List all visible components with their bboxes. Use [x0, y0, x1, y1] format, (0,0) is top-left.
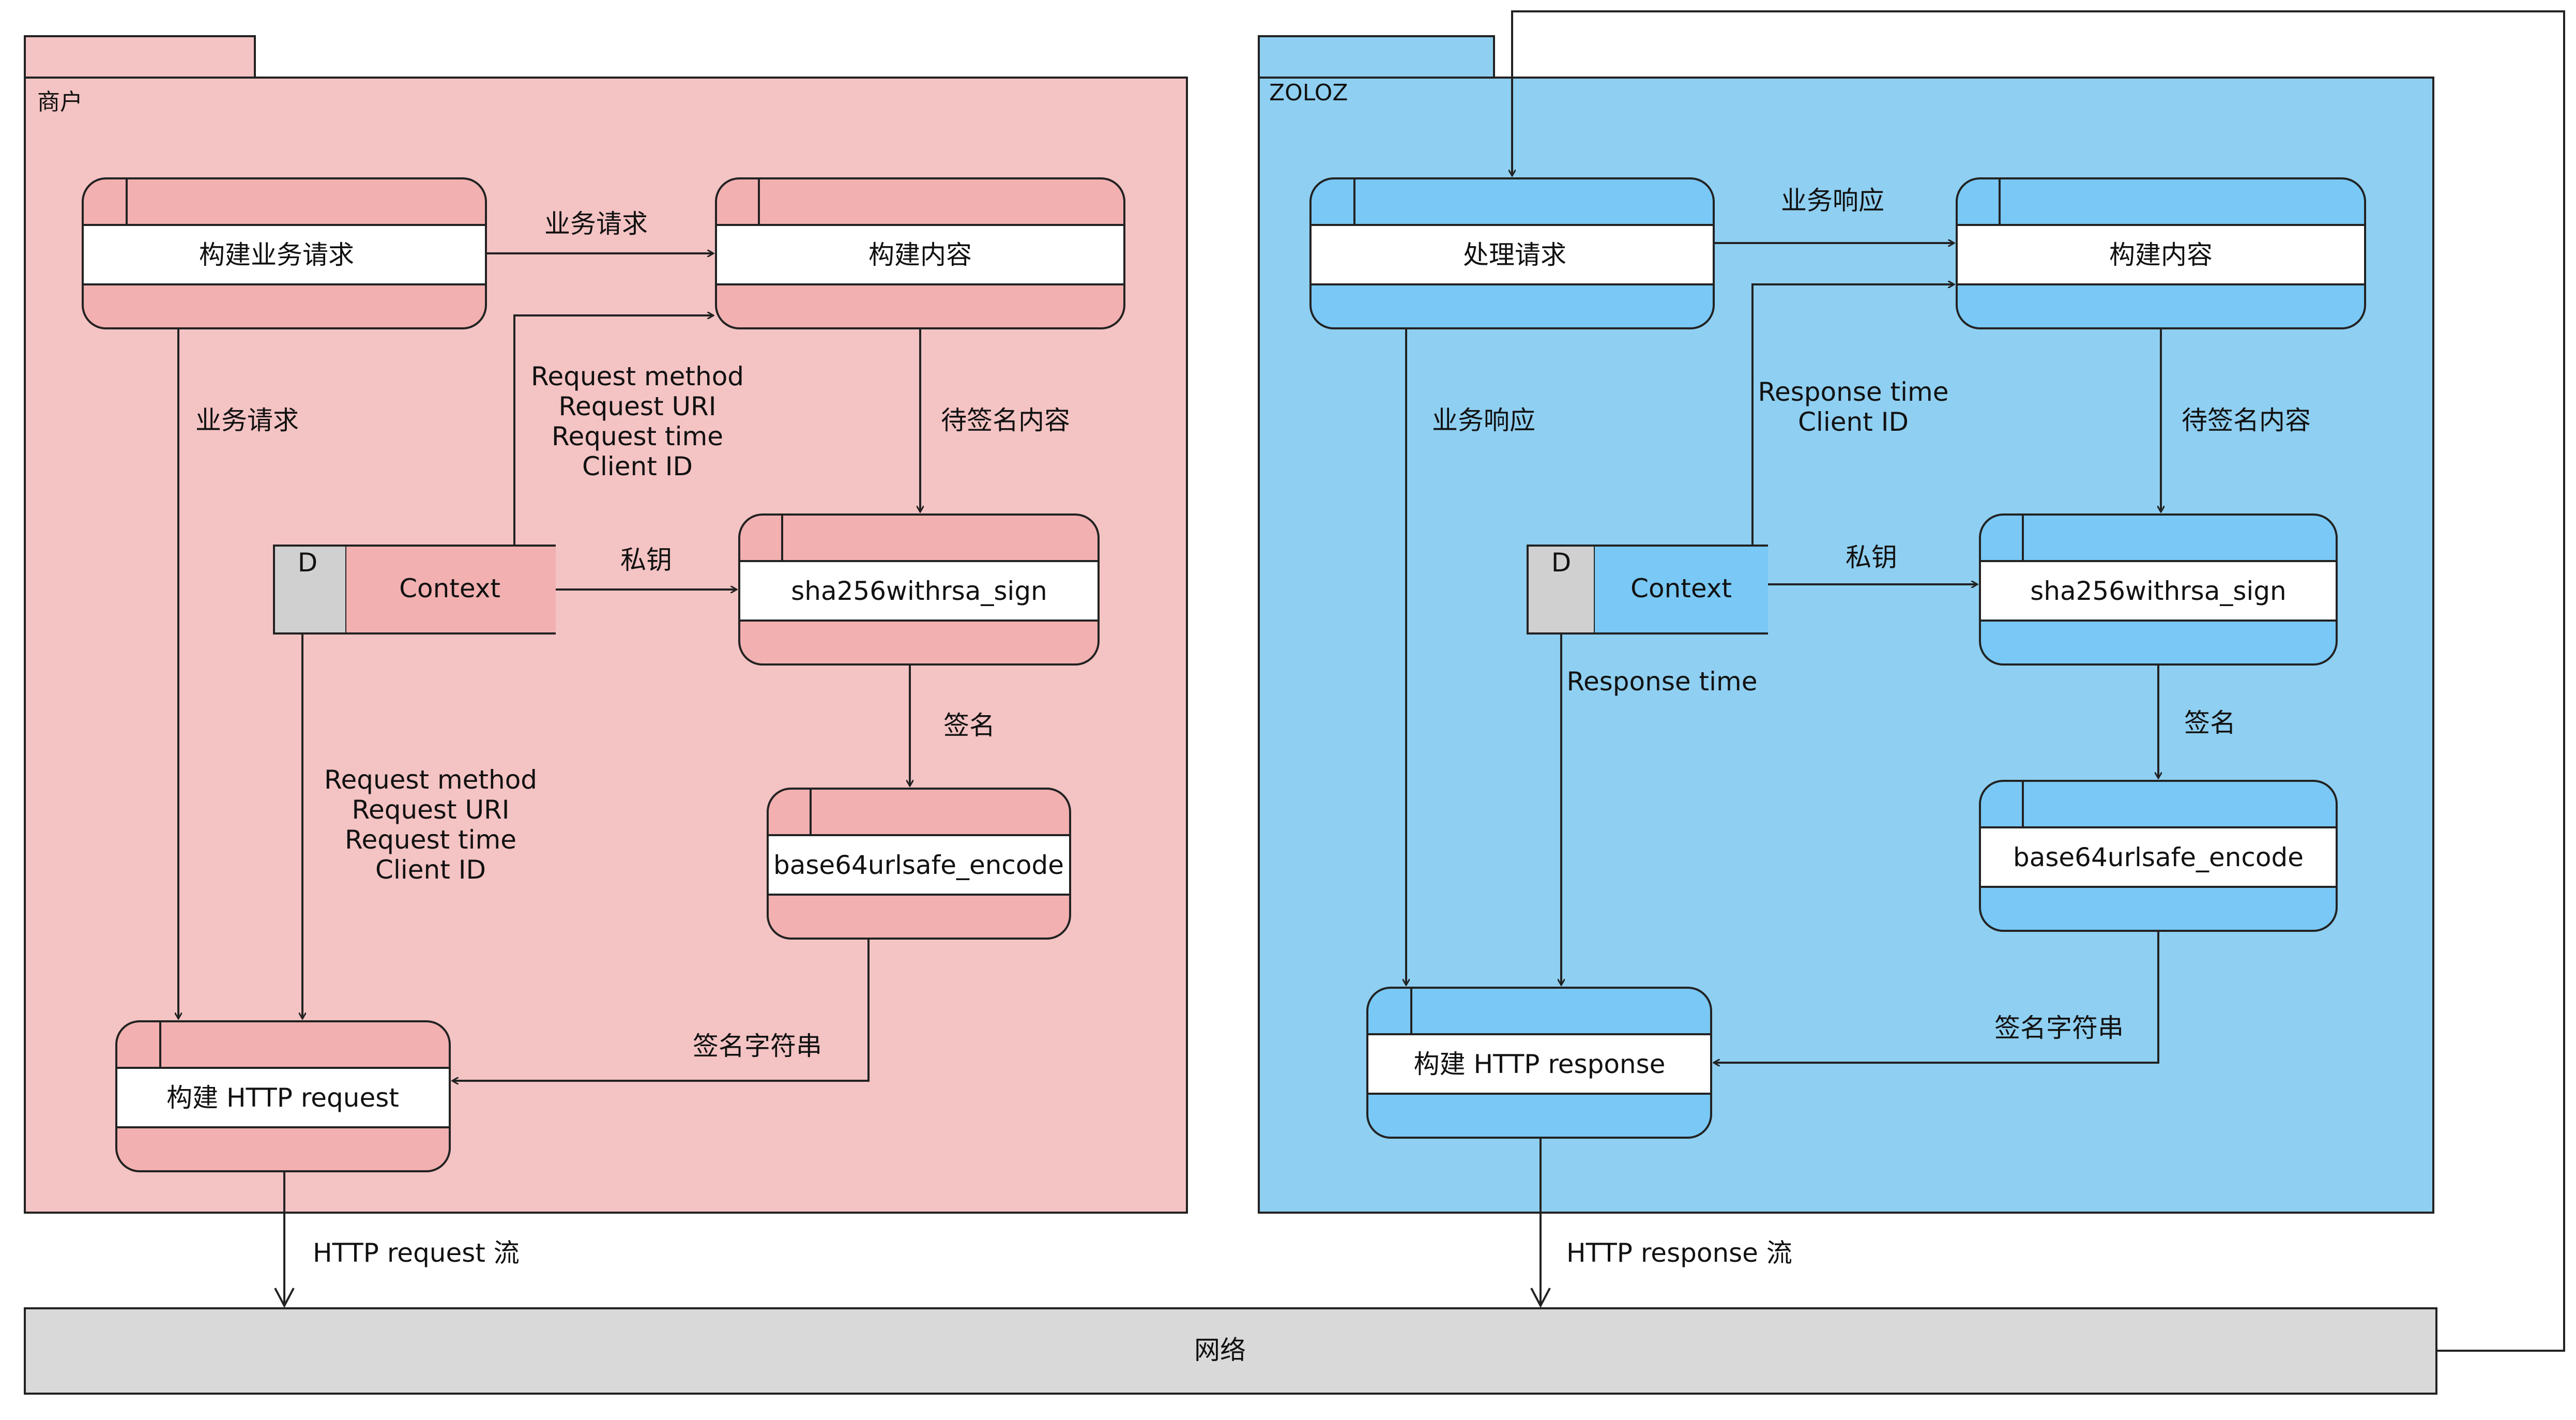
merchant-node-build-content: 构建内容 [715, 177, 1125, 329]
zoloz-build-http-label: 构建 HTTP response [1414, 1049, 1666, 1079]
zoloz-edge-label-signature: 签名 [2184, 708, 2236, 738]
merchant-context-field-bottom-2: Request time [345, 825, 516, 855]
zoloz-encode-label: base64urlsafe_encode [2013, 842, 2304, 872]
zoloz-edge-label-http-flow: HTTP response 流 [1566, 1238, 1792, 1268]
merchant-edge-label-biz-request-left: 业务请求 [195, 405, 299, 435]
merchant-encode-label: base64urlsafe_encode [773, 850, 1064, 880]
zoloz-edge-label-private-key: 私钥 [1846, 542, 1897, 572]
merchant-context-field-top-1: Request URI [558, 391, 716, 421]
zoloz-flow-network-to-handle [1512, 10, 2565, 1352]
merchant-edge-label-to-sign: 待签名内容 [941, 405, 1070, 435]
network-bar: 网络 [24, 1307, 2437, 1395]
merchant-context-tag-label: D [298, 548, 318, 578]
network-label: 网络 [1194, 1335, 1246, 1365]
merchant-node-build-http: 构建 HTTP request [115, 1020, 451, 1172]
zoloz-edge-label-biz-response-left: 业务响应 [1432, 405, 1535, 435]
merchant-node-encode: base64urlsafe_encode [767, 788, 1071, 940]
zoloz-edge-label-context-fields-top: Response time Client ID [1758, 377, 1949, 437]
zoloz-edge-label-to-sign: 待签名内容 [2182, 405, 2311, 435]
merchant-build-request-label: 构建业务请求 [199, 240, 354, 270]
merchant-context-field-bottom-3: Client ID [375, 855, 486, 885]
zoloz-edge-label-biz-response-top: 业务响应 [1781, 186, 1884, 216]
merchant-edge-label-context-fields-top: Request method Request URI Request time … [531, 361, 744, 481]
merchant-edge-label-context-fields-bottom: Request method Request URI Request time … [324, 765, 537, 885]
zoloz-flow-context-to-content [1751, 284, 1954, 546]
network-rect [24, 1307, 2437, 1395]
merchant-edge-label-private-key: 私钥 [620, 545, 672, 575]
merchant-build-http-label: 构建 HTTP request [166, 1083, 399, 1113]
merchant-context-field-bottom-0: Request method [324, 765, 537, 795]
merchant-sign-label: sha256withrsa_sign [791, 576, 1047, 606]
zoloz-context-store: D Context [1527, 545, 1768, 635]
zoloz-context-tag [1527, 545, 1596, 635]
merchant-node-sign: sha256withrsa_sign [738, 513, 1100, 666]
merchant-edge-label-sig-string: 签名字符串 [693, 1031, 822, 1061]
zoloz-context-tag-label: D [1551, 548, 1572, 578]
merchant-context-field-top-3: Client ID [582, 451, 693, 481]
zoloz-context-label: Context [1630, 573, 1732, 603]
zoloz-node-build-http: 构建 HTTP response [1366, 987, 1712, 1139]
zoloz-edge-label-sig-string: 签名字符串 [1994, 1013, 2124, 1043]
merchant-package-tab [24, 35, 256, 79]
merchant-build-content-label: 构建内容 [868, 240, 972, 270]
merchant-flow-context-to-content [513, 315, 713, 546]
merchant-edge-label-http-flow: HTTP request 流 [313, 1238, 520, 1268]
merchant-flow-encode-to-http [452, 939, 870, 1081]
merchant-context-label: Context [399, 573, 500, 603]
merchant-context-field-top-2: Request time [552, 421, 723, 451]
zoloz-context-field-top-0: Response time [1758, 377, 1949, 407]
merchant-edge-label-biz-request-top: 业务请求 [544, 209, 648, 239]
zoloz-build-content-label: 构建内容 [2109, 240, 2213, 270]
merchant-context-field-top-0: Request method [531, 361, 744, 391]
merchant-node-build-request: 构建业务请求 [82, 177, 487, 329]
zoloz-node-sign: sha256withrsa_sign [1979, 513, 2338, 666]
zoloz-package-tab [1258, 35, 1495, 79]
zoloz-handle-request-label: 处理请求 [1463, 240, 1566, 270]
zoloz-edge-label-response-time: Response time [1567, 667, 1758, 697]
merchant-context-field-bottom-1: Request URI [352, 795, 509, 825]
merchant-context-store: D Context [273, 545, 556, 635]
merchant-package-title: 商户 [37, 89, 83, 115]
zoloz-node-build-content: 构建内容 [1956, 177, 2366, 329]
zoloz-sign-label: sha256withrsa_sign [2030, 576, 2287, 606]
zoloz-flow-encode-to-http [1714, 931, 2159, 1063]
merchant-context-tag [273, 545, 347, 635]
merchant-edge-label-signature: 签名 [943, 711, 995, 741]
zoloz-node-handle-request: 处理请求 [1309, 177, 1715, 329]
zoloz-context-field-top-1: Client ID [1798, 407, 1909, 437]
zoloz-package-title: ZOLOZ [1269, 80, 1348, 106]
zoloz-node-encode: base64urlsafe_encode [1979, 780, 2338, 932]
